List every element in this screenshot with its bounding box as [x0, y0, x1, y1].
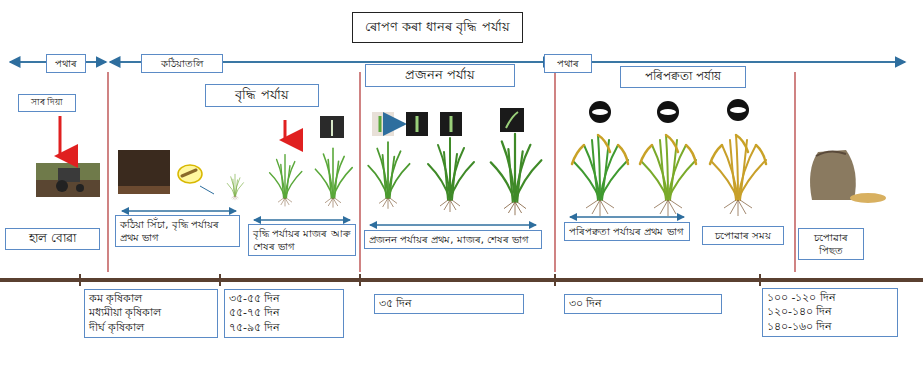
box-text: ১৪০-১৬০ দিন	[767, 320, 893, 334]
stage-box: কঠিয়া সিঁচা, বৃদ্ধি পৰ্যায়ৰ প্ৰথম ভাগ	[115, 215, 240, 247]
box-text: ৩৫-৫৫ দিন	[229, 292, 339, 306]
stage-box: পৰিপক্বতা পৰ্যায়	[620, 66, 746, 88]
box-text: ৫৫-৭৫ দিন	[229, 306, 339, 320]
box-text: বৃদ্ধি পৰ্যায়ৰ মাজৰ আৰু শেষৰ ভাগ	[253, 227, 351, 253]
box-text: প্ৰজনন পৰ্যায়ৰ প্ৰথম, মাজৰ, শেষৰ ভাগ	[369, 233, 537, 246]
box-text: ১০০ -১২০ দিন	[767, 291, 893, 305]
stage-box: প্ৰজনন পৰ্যায়ৰ প্ৰথম, মাজৰ, শেষৰ ভাগ	[364, 230, 542, 249]
stage-box: প্ৰজনন পৰ্যায়	[365, 64, 515, 87]
box-text: বৃদ্ধি পৰ্যায়	[210, 87, 314, 104]
box-text: প্ৰজনন পৰ্যায়	[370, 67, 510, 84]
box-text: কঠিয়া সিঁচা, বৃদ্ধি পৰ্যায়ৰ প্ৰথম ভাগ	[120, 218, 235, 244]
box-text: পথাৰ	[51, 57, 81, 70]
box-text: ১২০-১৪০ দিন	[767, 305, 893, 319]
box-text: ৭৫-৯৫ দিন	[229, 321, 339, 335]
box-text: চপোৱাৰ পিছত	[803, 231, 859, 257]
box-text: পৰিপক্বতা পৰ্যায়ৰ প্ৰথম ভাগ	[569, 225, 685, 238]
stage-box: সাৰ দিয়া	[18, 94, 76, 112]
stage-box: পৰিপক্বতা পৰ্যায়ৰ প্ৰথম ভাগ	[564, 222, 690, 241]
stage-box: চপোৱাৰ সময়	[702, 226, 784, 245]
box-text: পৰিপক্বতা পৰ্যায়	[625, 69, 741, 85]
box-text: কম কৃষিকাল	[89, 292, 213, 306]
stage-box: ১০০ -১২০ দিন১২০-১৪০ দিন১৪০-১৬০ দিন	[762, 288, 898, 337]
stage-box: বৃদ্ধি পৰ্যায়	[205, 84, 319, 107]
box-text: দীৰ্ঘ কৃষিকাল	[89, 321, 213, 335]
title-text: ৰোপণ কৰা ধানৰ বৃদ্ধি পৰ্যায়	[365, 17, 510, 38]
box-text: সাৰ দিয়া	[23, 97, 71, 109]
box-text: মধ্যমীয়া কৃষিকাল	[89, 306, 213, 320]
box-text: হাল বোৱা	[10, 231, 95, 247]
stage-box: ৩৫ দিন	[374, 294, 524, 314]
stage-box: হাল বোৱা	[5, 228, 100, 250]
stage-box: চপোৱাৰ পিছত	[798, 228, 864, 260]
box-text: ৩৫ দিন	[379, 297, 519, 311]
stage-box: পথাৰ	[544, 54, 592, 73]
stage-box: কঠিয়াতলি	[141, 54, 223, 73]
box-text: ৩০ দিন	[569, 297, 717, 311]
stage-box: পথাৰ	[46, 54, 86, 73]
stage-box: ৩৫-৫৫ দিন৫৫-৭৫ দিন৭৫-৯৫ দিন	[224, 289, 344, 338]
stage-box: ৩০ দিন	[564, 294, 722, 314]
stage-box: বৃদ্ধি পৰ্যায়ৰ মাজৰ আৰু শেষৰ ভাগ	[248, 224, 356, 256]
box-text: কঠিয়াতলি	[146, 57, 218, 70]
box-text: চপোৱাৰ সময়	[707, 229, 779, 242]
box-text: পথাৰ	[549, 57, 587, 70]
stage-box: কম কৃষিকালমধ্যমীয়া কৃষিকালদীৰ্ঘ কৃষিকাল	[84, 289, 218, 338]
title-box: ৰোপণ কৰা ধানৰ বৃদ্ধি পৰ্যায়	[352, 12, 523, 43]
